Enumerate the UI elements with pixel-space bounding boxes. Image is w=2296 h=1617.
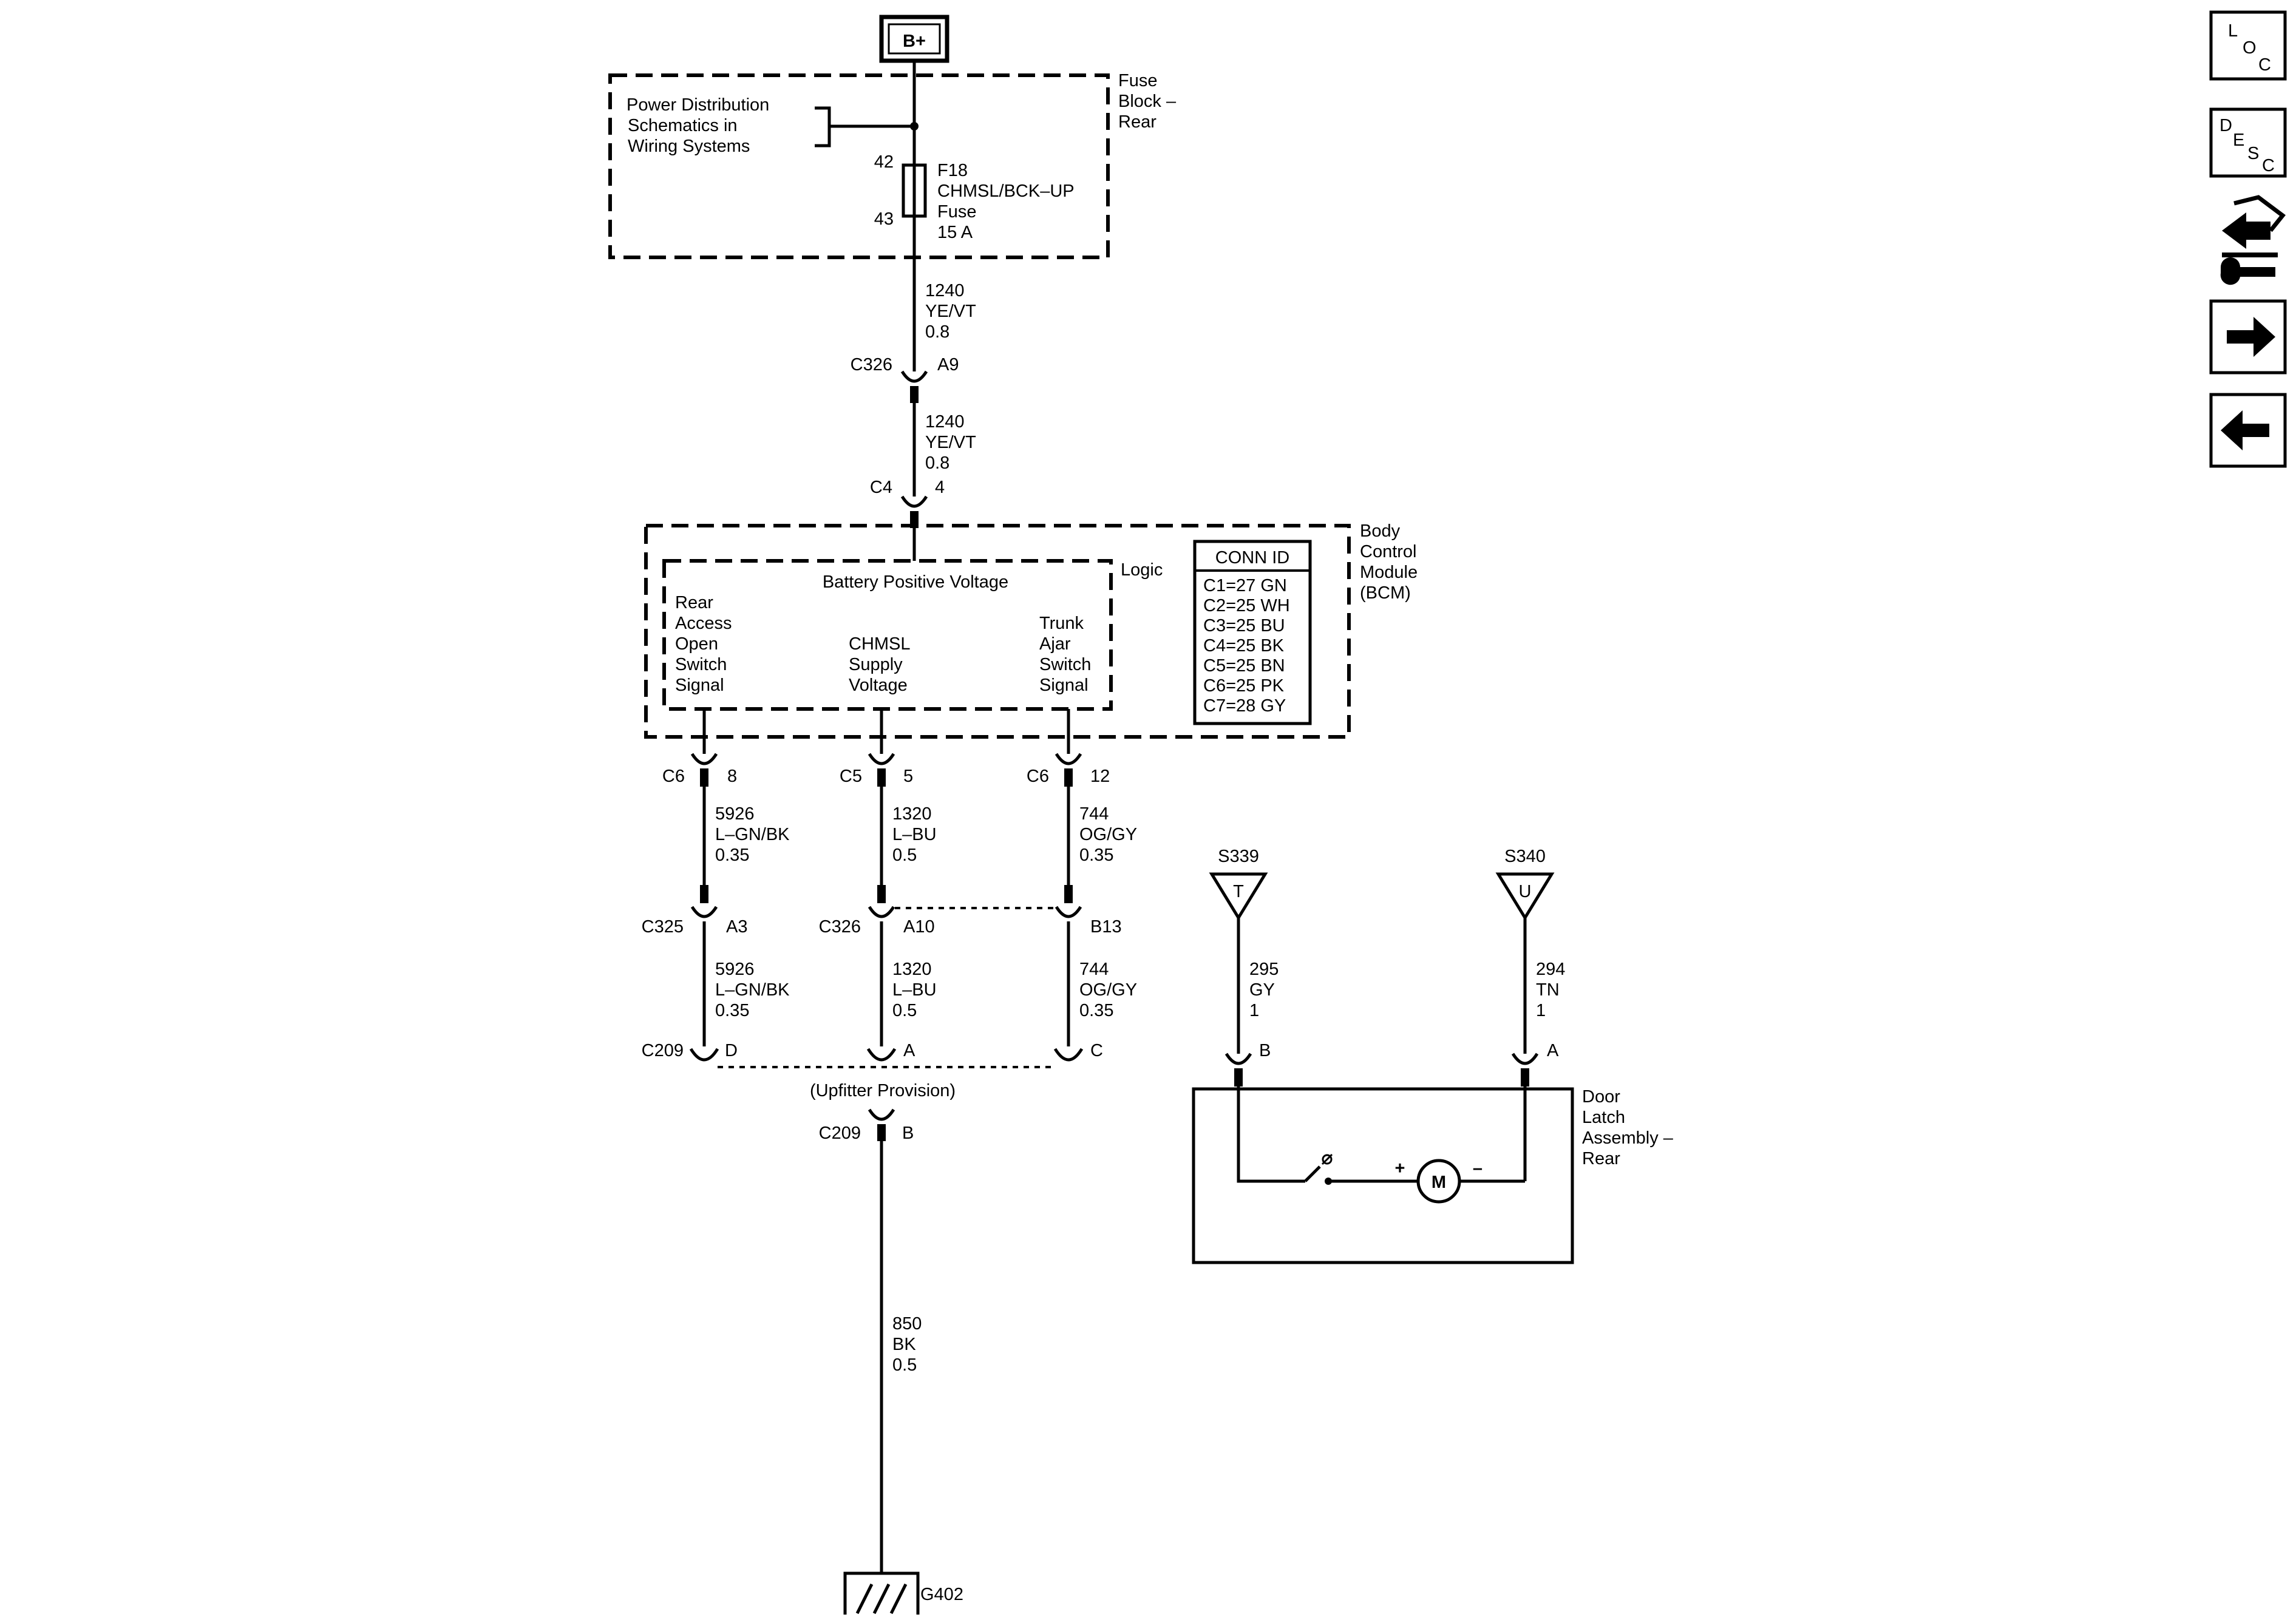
mid-mid-conn: C326 (819, 917, 861, 937)
upfitter-provision-label: (Upfitter Provision) (810, 1081, 956, 1100)
connector-c4-4 (900, 495, 928, 528)
previous-arrow-button[interactable] (2209, 393, 2287, 468)
circuit-1320 (866, 709, 897, 1062)
right-wire-label-a: 744 OG/GY 0.35 (1079, 804, 1142, 865)
door-latch-circuit (1237, 1086, 1527, 1204)
mid-bot-pin: A (903, 1041, 915, 1060)
left-bot-conn: C209 (642, 1041, 684, 1060)
logic-label: Logic (1121, 560, 1163, 580)
left-wire-label-a: 5926 L–GN/BK 0.35 (715, 804, 795, 865)
c4-pin: 4 (935, 478, 945, 497)
c209-b-conn: C209 (819, 1124, 861, 1143)
s340-pin: A (1547, 1041, 1559, 1060)
power-distribution-bracket (815, 106, 831, 147)
svg-text:C: C (2262, 156, 2275, 175)
fuse-pin-out: 43 (874, 209, 894, 229)
c326-a9-conn: C326 (851, 355, 892, 375)
loc-button[interactable]: L O C (2209, 10, 2287, 81)
chmsl-supply-voltage-label: CHMSL Supply Voltage (849, 634, 915, 695)
conn-id-list: C1=27 GN C2=25 WH C3=25 BU C4=25 BK C5=2… (1203, 576, 1295, 716)
right-mid-pin: B13 (1090, 917, 1122, 937)
svg-text:C: C (2258, 55, 2271, 75)
rear-access-switch-label: Rear Access Open Switch Signal (675, 593, 737, 695)
fuse-block-outline (608, 73, 1110, 259)
mid-top-pin: 5 (903, 767, 913, 786)
svg-text:O: O (2243, 38, 2257, 58)
left-arrow-icon (2221, 410, 2269, 450)
svg-text:L: L (2228, 21, 2238, 41)
power-distribution-reference: Power Distribution Schematics in Wiring … (627, 95, 774, 156)
ground-label: G402 (920, 1585, 963, 1604)
ground-g402-symbol (843, 1571, 920, 1615)
wire-1240-label-b: 1240 YE/VT 0.8 (925, 412, 980, 473)
left-mid-conn: C325 (642, 917, 684, 937)
mid-top-conn: C5 (840, 767, 862, 786)
desc-button[interactable]: D E S C (2209, 107, 2287, 178)
right-top-conn: C6 (1027, 767, 1049, 786)
mid-mid-pin: A10 (903, 917, 935, 937)
fuse-block-name: Fuse Block – Rear (1118, 71, 1181, 132)
bcm-outline (644, 524, 1351, 739)
circuit-744 (1053, 709, 1084, 1062)
svg-text:D: D (2220, 116, 2232, 135)
s339-wire-label: 295 GY 1 (1249, 960, 1283, 1020)
circuit-5926 (689, 709, 719, 1062)
wire-1240-label-a: 1240 YE/VT 0.8 (925, 281, 980, 342)
next-arrow-button[interactable] (2209, 299, 2287, 375)
svg-text:E: E (2233, 131, 2244, 150)
conn-id-table: CONN ID C1=27 GN C2=25 WH C3=25 BU C4=25… (1193, 540, 1312, 725)
s340-name: S340 (1504, 847, 1546, 866)
battery-positive-voltage-label: Battery Positive Voltage (823, 572, 1008, 592)
ground-wire-label: 850 BK 0.5 (892, 1314, 926, 1375)
battery-positive-terminal: B+ (879, 15, 949, 63)
motor-label: M (1432, 1173, 1446, 1192)
left-wire-label-b: 5926 L–GN/BK 0.35 (715, 960, 795, 1020)
motor-plus: + (1395, 1159, 1405, 1178)
mid-wire-label-a: 1320 L–BU 0.5 (892, 804, 942, 865)
conn-id-title: CONN ID (1215, 548, 1289, 568)
circuit-850-ground (868, 1108, 895, 1572)
c209-b-pin: B (902, 1124, 914, 1143)
s339-name: S339 (1218, 847, 1259, 866)
bcm-name: Body Control Module (BCM) (1360, 521, 1422, 603)
mid-wire-label-b: 1320 L–BU 0.5 (892, 960, 942, 1020)
s339-letter: T (1233, 882, 1244, 901)
bcm-logic-outline (662, 559, 1113, 711)
right-bot-pin: C (1090, 1041, 1103, 1060)
svg-text:S: S (2247, 144, 2259, 163)
door-latch-outline (1192, 1087, 1574, 1264)
right-arrow-icon (2227, 317, 2275, 357)
left-top-pin: 8 (727, 767, 737, 786)
fuse-pin-in: 42 (874, 152, 894, 172)
connector-c326-a9 (900, 370, 928, 403)
right-wire-label-b: 744 OG/GY 0.35 (1079, 960, 1142, 1020)
c4-conn: C4 (870, 478, 892, 497)
splice-s340-symbol: U (1495, 872, 1555, 921)
c326-a9-pin: A9 (937, 355, 959, 375)
repair-procedure-icon[interactable] (2220, 195, 2286, 285)
s340-letter: U (1519, 882, 1532, 901)
left-top-conn: C6 (662, 767, 685, 786)
power-label: B+ (903, 32, 926, 51)
motor-minus: – (1473, 1159, 1483, 1178)
fuse-f18-label: F18 CHMSL/BCK–UP Fuse 15 A (937, 161, 1079, 242)
s339-pin: B (1259, 1041, 1271, 1060)
latch-switch (1304, 1165, 1321, 1182)
left-mid-pin: A3 (726, 917, 747, 937)
splice-s339-symbol: T (1209, 872, 1268, 921)
s340-wire-label: 294 TN 1 (1536, 960, 1570, 1020)
trunk-ajar-switch-label: Trunk Ajar Switch Signal (1039, 614, 1096, 695)
right-top-pin: 12 (1090, 767, 1110, 786)
left-bot-pin: D (725, 1041, 738, 1060)
door-latch-name: Door Latch Assembly – Rear (1582, 1087, 1678, 1168)
